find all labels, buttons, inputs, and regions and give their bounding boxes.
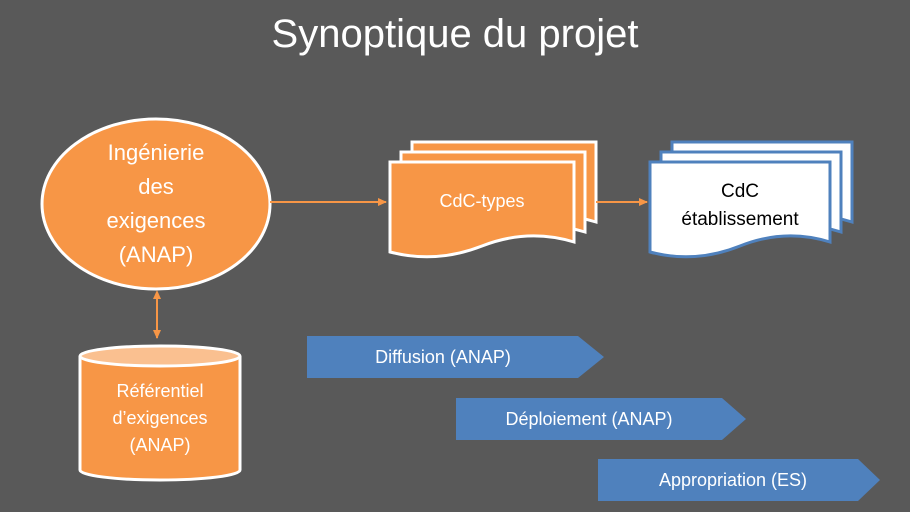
cdc-types-label: CdC-types: [439, 191, 525, 211]
ingenierie-label: Ingénierie des exigences (ANAP): [106, 140, 206, 267]
appropriation-arrow-shape: [598, 459, 880, 501]
diffusion-label: Diffusion (ANAP): [375, 346, 511, 367]
referentiel-cylinder: [78, 344, 242, 482]
diffusion-arrow-shape: [307, 336, 604, 378]
cdc-etablissement-documents: [648, 140, 854, 259]
deploiement-label: Déploiement (ANAP): [505, 408, 673, 429]
referentiel-label: Référentiel d’exigences (ANAP): [112, 380, 208, 455]
slide-title: Synoptique du projet: [271, 12, 639, 56]
cdc-etablissement-label: CdC établissement: [681, 181, 799, 230]
ingenierie-ellipse: [40, 117, 272, 291]
deploiement-arrow-shape: [456, 398, 746, 440]
cdc-types-documents: [388, 140, 598, 259]
appropriation-label: Appropriation (ES): [658, 469, 808, 490]
